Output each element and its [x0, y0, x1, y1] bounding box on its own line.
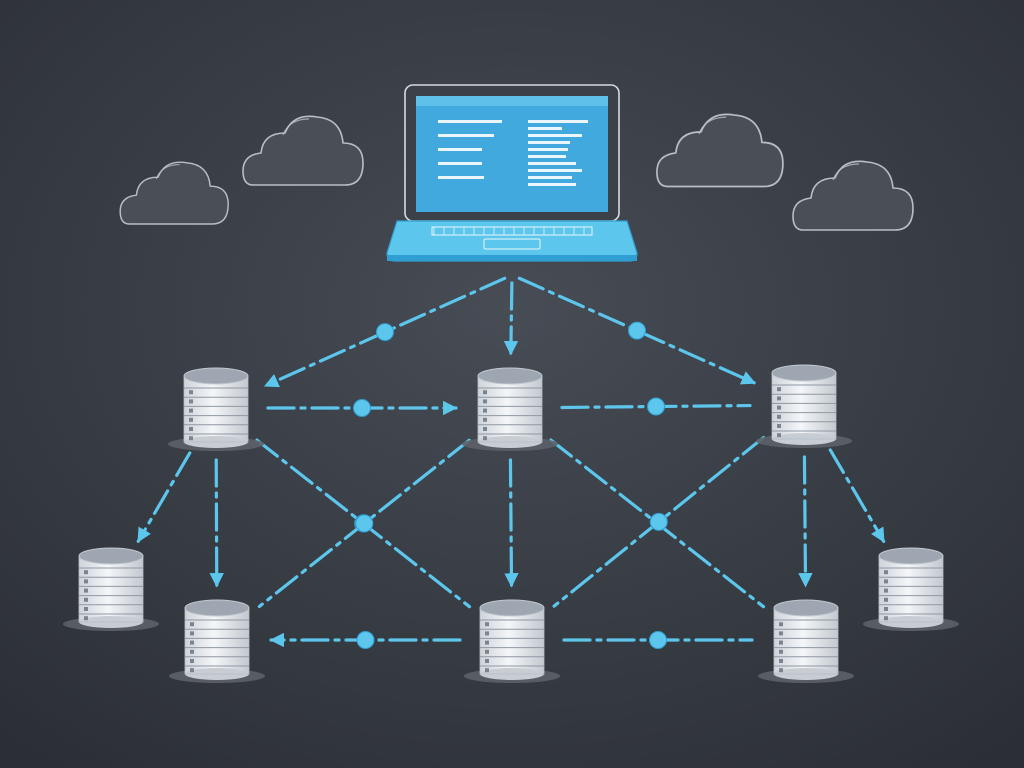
connection-line [136, 451, 192, 543]
clouds-layer [119, 113, 914, 231]
connection-db-top-left-to-db-mid-left [136, 451, 192, 543]
connection-db-top-right-to-db-bottom-right [798, 455, 813, 588]
db-mid-left-database-icon [63, 547, 159, 631]
cloud-icon-1 [242, 115, 364, 186]
connection-laptop-to-db-top-right [517, 276, 757, 385]
connection-line [503, 281, 519, 356]
connection-line [828, 448, 886, 543]
connection-laptop-to-db-top-center [503, 281, 519, 356]
db-bottom-center-database-icon [464, 599, 560, 683]
connection-db-top-left-to-db-bottom-left [209, 458, 224, 588]
db-bottom-right-database-icon [758, 599, 854, 683]
db-bottom-left-database-icon [169, 599, 265, 683]
connector-dot-icon [356, 631, 375, 649]
connection-db-top-right-to-db-mid-right [828, 448, 886, 543]
connector-dot-icon [375, 323, 394, 342]
connector-dot-icon [353, 399, 371, 417]
connection-line [517, 276, 757, 385]
connector-dot-icon [647, 397, 666, 416]
cloud-icon-2 [119, 161, 229, 225]
connection-laptop-to-db-top-left [263, 276, 507, 388]
connection-db-top-center-to-db-top-right [560, 397, 752, 416]
connection-db-bottom-center-to-db-bottom-right [562, 631, 754, 649]
connector-dot-icon [649, 631, 667, 649]
cloud-icon-3 [656, 113, 784, 188]
connection-db-top-center-to-db-bottom-left [257, 438, 471, 609]
db-top-right-database-icon [756, 364, 852, 448]
db-mid-right-database-icon [863, 547, 959, 631]
connector-dot-icon [627, 321, 646, 340]
connection-db-bottom-center-to-db-bottom-left [269, 631, 462, 649]
connector-dot-icon [649, 512, 668, 531]
connection-db-top-left-to-db-top-center [266, 399, 458, 417]
connection-line [209, 458, 224, 588]
nodes-layer [63, 84, 959, 683]
db-top-left-database-icon [168, 367, 264, 451]
connection-db-top-right-to-db-bottom-center [552, 436, 766, 608]
db-top-center-database-icon [462, 367, 558, 451]
connection-db-top-center-to-db-bottom-center [504, 458, 519, 588]
connections-layer [136, 276, 886, 649]
connection-line [798, 455, 813, 588]
laptop-icon [386, 84, 638, 262]
connector-dot-icon [355, 514, 374, 533]
cloud-icon-4 [792, 160, 914, 231]
connection-line [504, 458, 519, 588]
